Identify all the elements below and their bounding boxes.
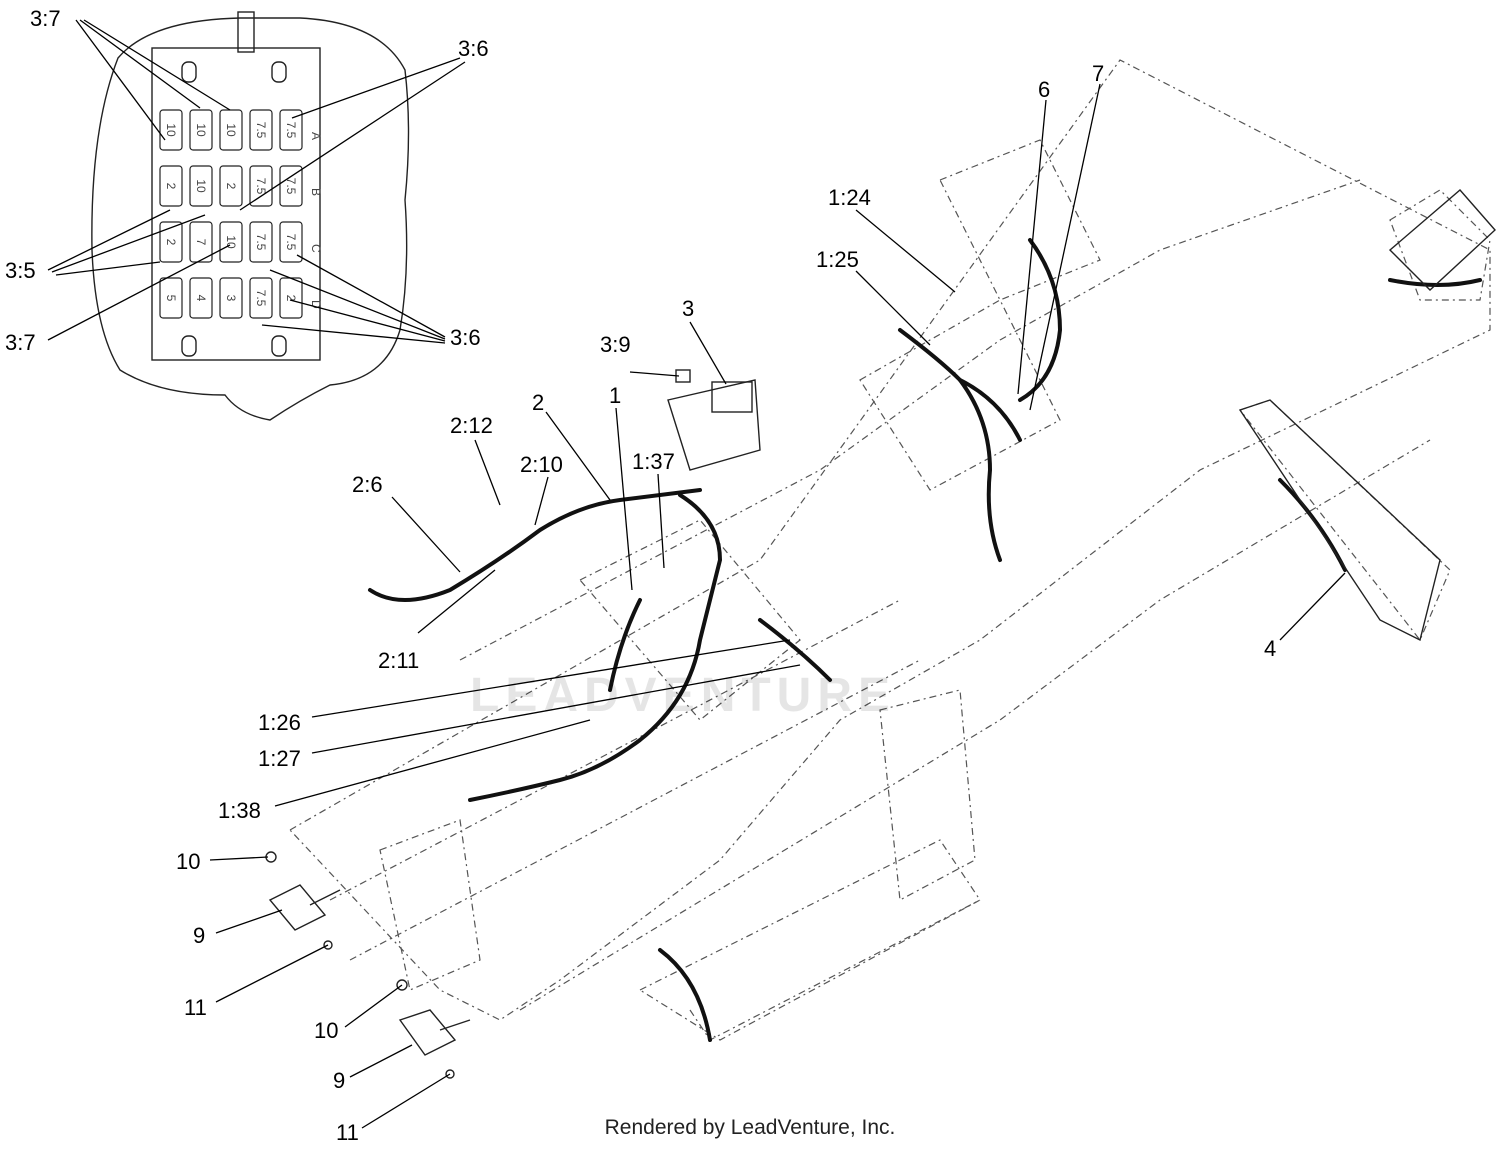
fuse-rating-label: 4 xyxy=(194,295,208,302)
fuse-block-assembly xyxy=(667,379,761,471)
fuse-rating-label: 10 xyxy=(224,123,238,137)
callout-9-lower: 9 xyxy=(333,1068,345,1093)
fuse-rating-label: 10 xyxy=(194,179,208,193)
callout-2: 2 xyxy=(532,390,544,415)
fuse-slot xyxy=(159,221,183,263)
fuse-slot xyxy=(219,109,243,151)
callout-labels: 3:7 3:6 3:5 3:7 3:6 3:9 3 1 2 2:12 2:10 … xyxy=(5,6,1276,1145)
fuse-slot xyxy=(249,165,273,207)
fuse-rating-label: 7.5 xyxy=(284,122,298,139)
callout-2-6: 2:6 xyxy=(352,472,383,497)
pedal-switch-upper xyxy=(265,851,341,950)
callout-6: 6 xyxy=(1038,77,1050,102)
fuse-row-letter: B xyxy=(309,188,323,196)
fuse-slot xyxy=(219,165,243,207)
pedal-switch-lower xyxy=(396,979,471,1079)
fuse-rating-label: 7.5 xyxy=(284,234,298,251)
callout-10-lower: 10 xyxy=(314,1018,338,1043)
callout-11-upper: 11 xyxy=(184,995,207,1020)
callout-1-37: 1:37 xyxy=(632,449,675,474)
fuse-row-letter: C xyxy=(309,244,323,253)
fuse-rating-label: 2 xyxy=(164,183,178,190)
fuse-slot xyxy=(279,221,303,263)
callout-2-12: 2:12 xyxy=(450,413,493,438)
callout-9-upper: 9 xyxy=(193,923,205,948)
callout-3-6-bottom: 3:6 xyxy=(450,325,481,350)
motor-assembly xyxy=(1388,189,1496,291)
callout-1-26: 1:26 xyxy=(258,710,301,735)
callout-4: 4 xyxy=(1264,636,1276,661)
fuse-rating-label: 7.5 xyxy=(284,178,298,195)
fuse-row-letter: A xyxy=(309,132,323,140)
chassis-frame xyxy=(289,59,1491,1041)
fuse-slot xyxy=(159,165,183,207)
wiring-harness xyxy=(368,238,1482,1042)
fuse-slot xyxy=(249,109,273,151)
callout-1-24: 1:24 xyxy=(828,185,871,210)
fuse-rating-label: 7.5 xyxy=(254,178,268,195)
callout-1-38: 1:38 xyxy=(218,798,261,823)
fuse-slot xyxy=(219,221,243,263)
fuse-rating-label: 7 xyxy=(194,239,208,246)
callout-11-lower: 11 xyxy=(336,1120,359,1145)
watermark: LEADVENTURE xyxy=(470,669,897,722)
callout-3-5: 3:5 xyxy=(5,258,36,283)
fuse-slot xyxy=(159,277,183,319)
footer-credit: Rendered by LeadVenture, Inc. xyxy=(604,1116,896,1139)
callout-10-upper: 10 xyxy=(176,849,200,874)
callout-2-10: 2:10 xyxy=(520,452,563,477)
callout-3: 3 xyxy=(682,296,694,321)
fuse-slot xyxy=(189,277,213,319)
fuse-slot xyxy=(189,221,213,263)
fuse-rating-label: 7.5 xyxy=(254,290,268,307)
fuse-row-letter: D xyxy=(309,300,323,309)
fuse-block-outline xyxy=(151,47,321,361)
leader-lines xyxy=(47,19,1346,1129)
fuse-slot xyxy=(159,109,183,151)
fuse-slot xyxy=(279,109,303,151)
fuse-rating-label: 2 xyxy=(224,183,238,190)
callout-3-6-top: 3:6 xyxy=(458,36,489,61)
callout-3-7-top: 3:7 xyxy=(30,6,61,31)
fuse-slot xyxy=(189,165,213,207)
components xyxy=(265,189,1496,1079)
fuse-rating-label: 3 xyxy=(224,295,238,302)
fuse-rating-label: 7.5 xyxy=(254,234,268,251)
fuse-rating-label: 2 xyxy=(284,295,298,302)
fuse-slot xyxy=(219,277,243,319)
callout-2-11: 2:11 xyxy=(378,648,419,673)
fuse-rating-label: 7.5 xyxy=(254,122,268,139)
fuse-slot xyxy=(249,221,273,263)
fuse-slot xyxy=(249,277,273,319)
callout-3-9: 3:9 xyxy=(600,332,631,357)
seat-switch-bracket xyxy=(1238,399,1441,642)
callout-1: 1 xyxy=(609,383,621,408)
callout-1-27: 1:27 xyxy=(258,746,301,771)
callout-1-25: 1:25 xyxy=(816,247,859,272)
fuse-slot xyxy=(189,109,213,151)
fuse-rating-label: 10 xyxy=(194,123,208,137)
callout-3-7-bottom: 3:7 xyxy=(5,330,36,355)
fuse-slot xyxy=(279,165,303,207)
callout-7: 7 xyxy=(1092,61,1104,86)
fuse-rating-label: 2 xyxy=(164,239,178,246)
fuse-rating-label: 10 xyxy=(164,123,178,137)
fuse-rating-label: 5 xyxy=(164,295,178,302)
